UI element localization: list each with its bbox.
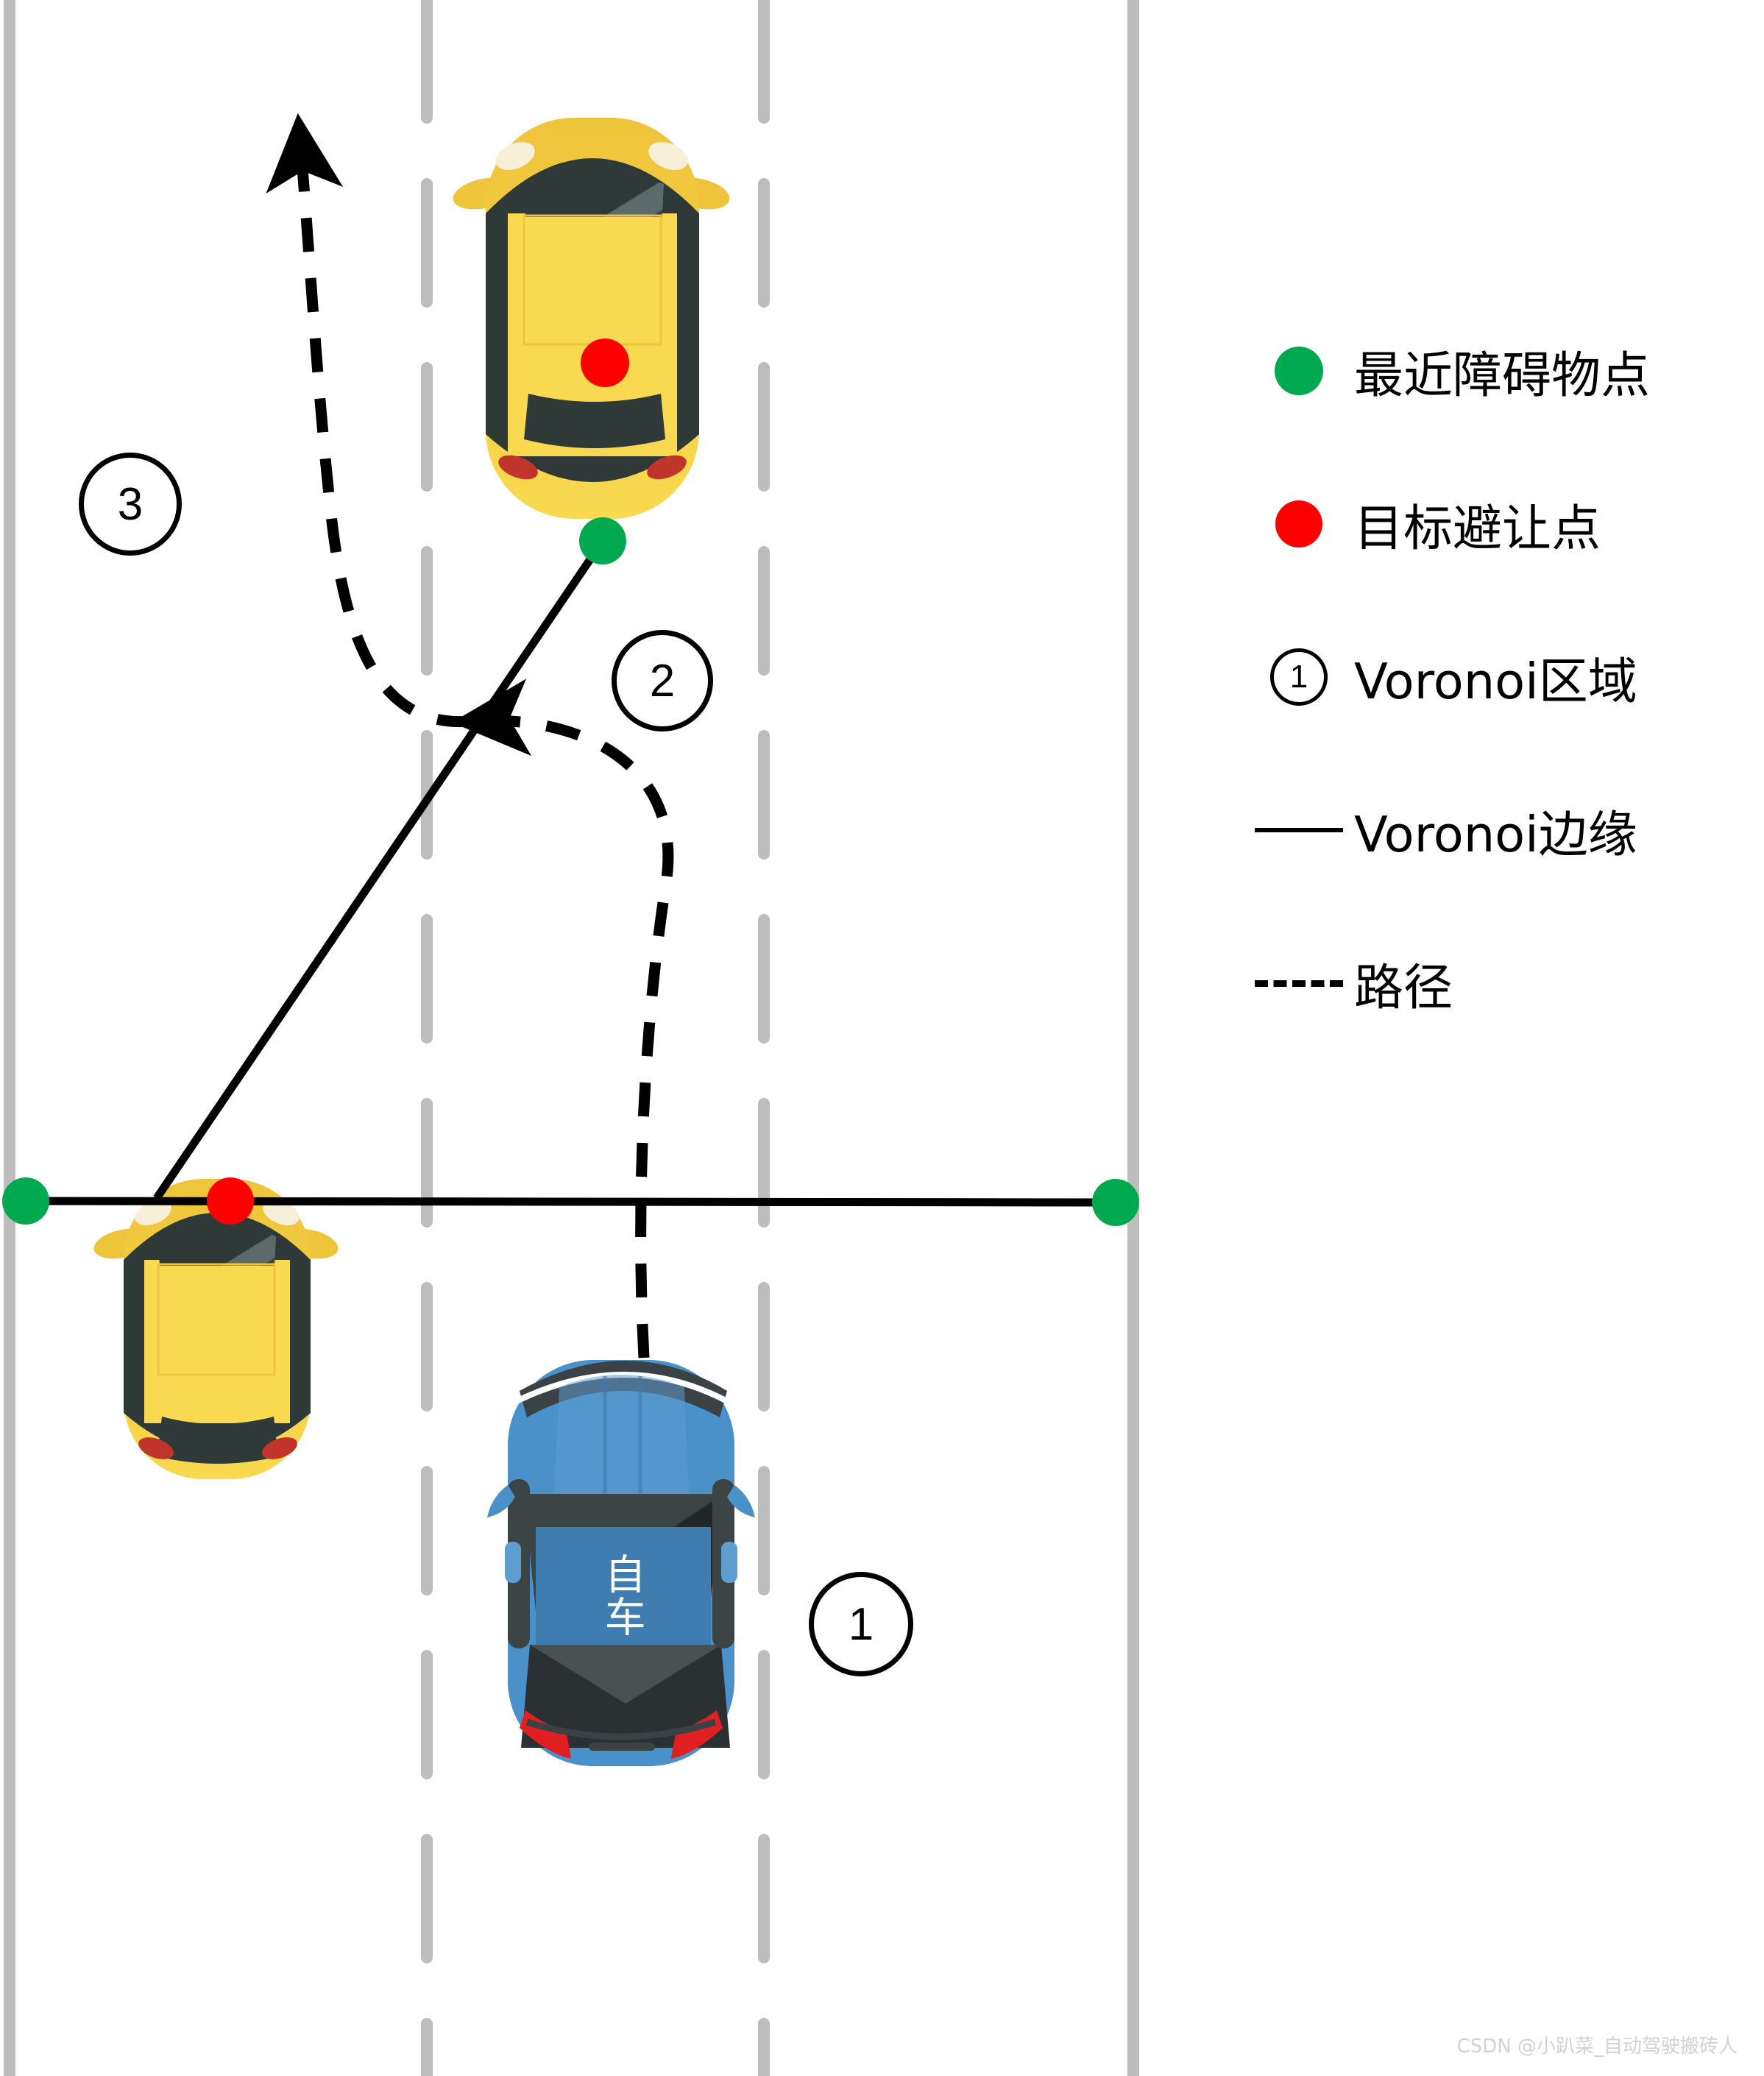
red-dot-icon <box>1244 500 1354 548</box>
ego-car-label: 自车 <box>598 1553 646 1638</box>
legend: 最近障碍物点 目标避让点 1 Voronoi区域 Voronoi边缘 路径 <box>1244 294 1729 1060</box>
target-avoidance-point-lower <box>207 1177 254 1225</box>
voronoi-zone-1: 1 <box>809 1572 913 1676</box>
nearest-obstacle-point-right <box>1092 1179 1139 1226</box>
legend-label-voronoi-edge: Voronoi边缘 <box>1354 805 1637 863</box>
target-avoidance-point-upper <box>581 339 629 387</box>
solid-line-icon <box>1244 828 1354 832</box>
dashed-line-icon <box>1244 979 1354 987</box>
watermark: CSDN @小趴菜_自动驾驶搬砖人 <box>1456 2036 1738 2058</box>
circled-number-text: 1 <box>1270 648 1328 706</box>
obstacle-car-lower <box>93 1179 339 1479</box>
voronoi-edge-diagonal <box>153 538 606 1201</box>
voronoi-zone-1-label: 1 <box>848 1598 874 1650</box>
legend-label-voronoi-zone: Voronoi区域 <box>1354 652 1637 710</box>
legend-label-path: 路径 <box>1354 958 1453 1016</box>
planned-path <box>266 113 674 1358</box>
legend-item-nearest-obstacle-point: 最近障碍物点 <box>1244 294 1729 447</box>
path-segment-upper <box>266 113 472 728</box>
legend-label-nearest-obstacle-point: 最近障碍物点 <box>1354 346 1650 404</box>
voronoi-zone-2-label: 2 <box>649 655 676 706</box>
legend-item-path: 路径 <box>1244 907 1729 1060</box>
legend-item-target-avoidance-point: 目标避让点 <box>1244 447 1729 601</box>
ego-car <box>487 1360 755 1766</box>
path-segment-lower <box>451 679 674 1358</box>
legend-label-target-avoidance-point: 目标避让点 <box>1354 499 1601 557</box>
voronoi-edge-horizontal <box>25 1197 1116 1207</box>
voronoi-edges <box>25 538 1116 1207</box>
marker-points <box>2 339 1139 1226</box>
voronoi-zone-3: 3 <box>79 453 182 556</box>
nearest-obstacle-point-upper-car <box>579 517 626 564</box>
voronoi-zone-2: 2 <box>612 630 713 731</box>
dashed-lane-lines <box>421 0 770 2076</box>
obstacle-car-upper <box>453 118 730 519</box>
nearest-obstacle-point-left <box>2 1177 49 1225</box>
circled-number-icon: 1 <box>1244 648 1354 706</box>
voronoi-zone-3-label: 3 <box>117 478 144 530</box>
legend-item-voronoi-zone: 1 Voronoi区域 <box>1244 601 1729 754</box>
green-dot-icon <box>1244 347 1354 395</box>
legend-item-voronoi-edge: Voronoi边缘 <box>1244 754 1729 907</box>
road-boundaries <box>4 0 1139 2076</box>
